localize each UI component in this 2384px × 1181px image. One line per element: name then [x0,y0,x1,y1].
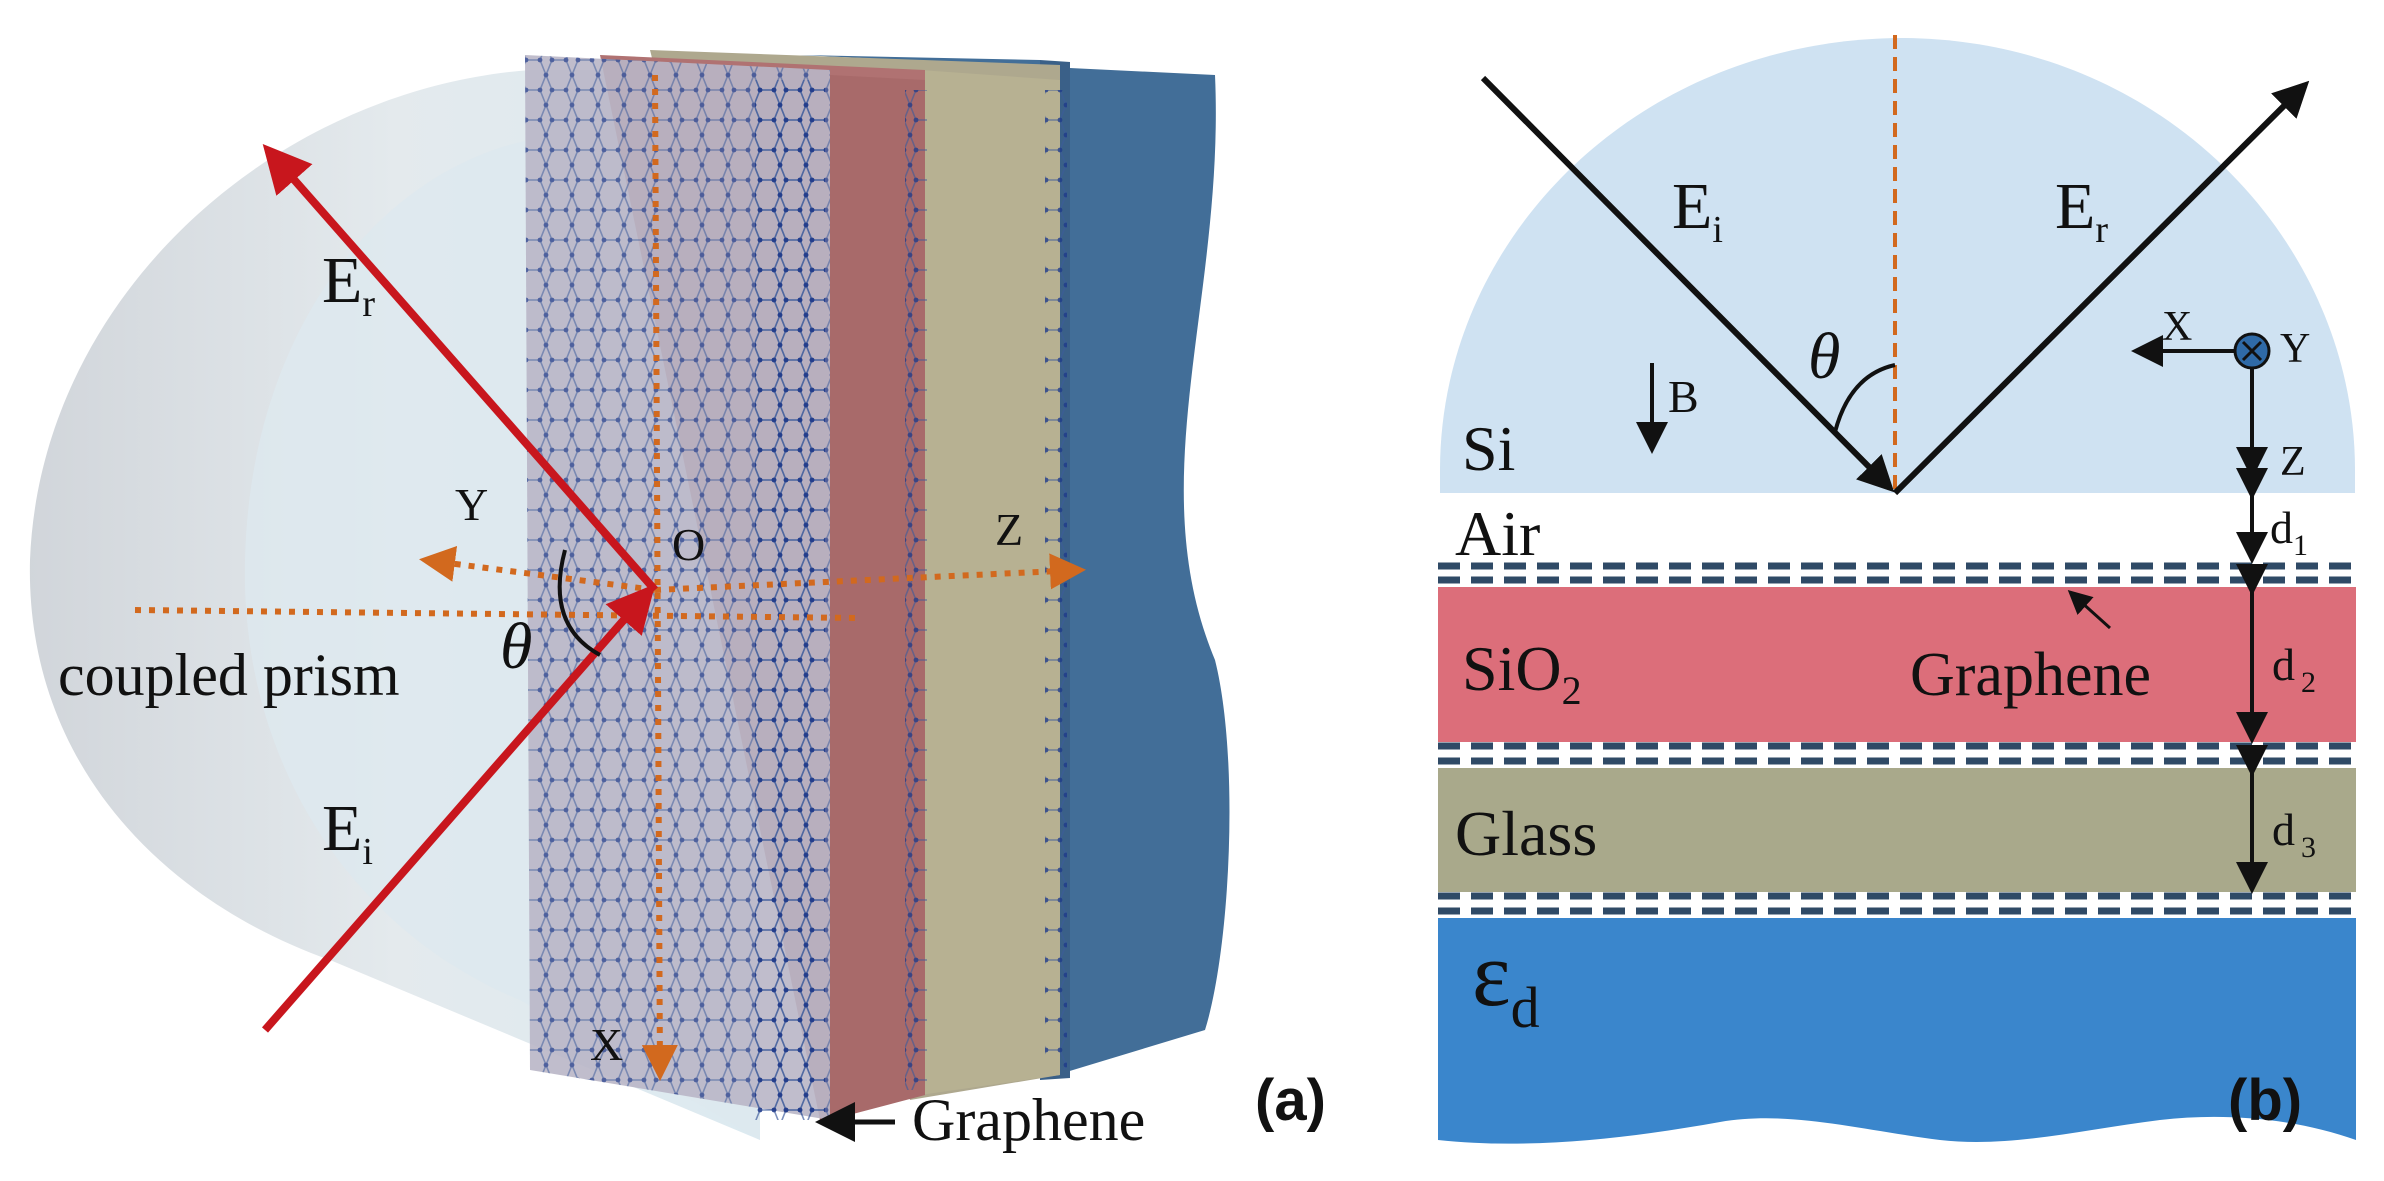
label-air: Air [1455,498,1540,569]
glass-layer [1438,768,2356,892]
incident-beam [261,583,656,1033]
label-coord-z: Z [2280,439,2306,485]
label-origin: O [672,519,705,570]
axis-z-arrow [654,553,1086,593]
label-d1: d1 [2270,502,2308,562]
axis-y-arrow [419,546,656,593]
label-coupled-prism: coupled prism [58,642,400,708]
graphene-lattice-strip-1 [755,80,825,1120]
label-axis-y: Y [455,479,488,530]
label-b-field: B [1668,371,1699,422]
graphene-pointer-b [2067,589,2112,630]
label-graphene-a: Graphene [912,1087,1145,1153]
reflected-beam-b [1892,80,2310,496]
label-e-i-b: Ei [1672,170,1723,251]
air-layer [1438,493,2356,563]
label-coord-x: X [2162,304,2192,350]
graphene-layer-1 [1438,562,2356,584]
panel-b: Ei Er θ B X Y Z Si Air SiO2 Graphene Gla… [1438,35,2356,1144]
glass-slab-front [920,70,1060,1095]
label-si: Si [1462,413,1515,484]
panel-label-a: (a) [1255,1068,1326,1133]
si-prism [1440,38,2355,493]
label-glass: Glass [1455,798,1597,869]
label-axis-x: X [590,1019,623,1070]
label-axis-z: Z [995,504,1023,555]
theta-arc-b [1833,363,1896,433]
label-e-i: Ei [322,792,373,873]
label-e-r: Er [322,244,375,325]
sio2-layer [1438,587,2356,742]
substrate-slab-3d [800,55,1230,1080]
theta-arc-a [557,549,601,657]
sio2-slab-front [830,75,925,1120]
graphene-lattice-strip-2 [905,90,927,1090]
graphene-lattice-strip-3 [1045,90,1067,1070]
label-sio2: SiO2 [1462,633,1582,713]
substrate-layer [1438,918,2356,1144]
label-coord-y: Y [2280,326,2310,372]
reflected-beam [262,143,659,593]
axis-line-prism [134,607,861,621]
label-e-r-b: Er [2055,170,2108,251]
incident-beam-b [1480,75,1895,493]
panel-label-b: (b) [2228,1068,2302,1133]
label-eps-d: εd [1472,923,1540,1040]
label-theta-a: θ [500,610,532,683]
label-theta-b: θ [1808,320,1840,393]
panel-a: Er Ei θ O Y Z X coupled prism Graphene (… [29,50,1326,1153]
graphene-lattice [525,55,830,1120]
label-graphene-b: Graphene [1910,641,2151,709]
coord-y-cross [2241,340,2263,362]
